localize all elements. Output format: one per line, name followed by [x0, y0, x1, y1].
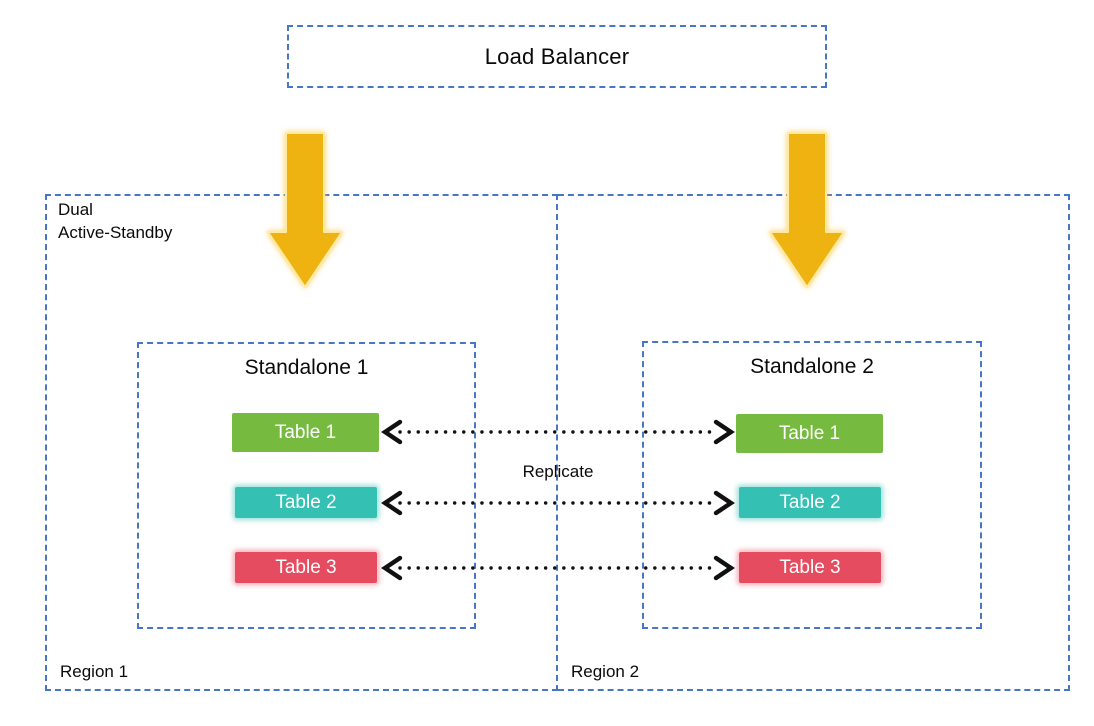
table-chip-left-3: Table 3 — [235, 552, 377, 583]
region-2-label: Region 2 — [571, 662, 640, 681]
load-balancer-label: Load Balancer — [484, 43, 630, 69]
region-1-label: Region 1 — [60, 662, 129, 681]
down-arrow-icon-left — [267, 132, 343, 288]
right-arrowhead-icon — [713, 555, 735, 581]
left-arrowhead-icon — [381, 419, 403, 445]
replication-arrow-table1 — [381, 419, 735, 445]
standalone-1-node: Standalone 1 — [137, 342, 476, 629]
right-arrowhead-icon — [713, 490, 735, 516]
cluster-mode-label-line1: Dual — [58, 200, 93, 219]
table-chip-right-3: Table 3 — [739, 552, 881, 583]
table-chip-right-1: Table 1 — [736, 414, 883, 453]
table-chip-right-2: Table 2 — [739, 487, 881, 518]
table-chip-left-1: Table 1 — [232, 413, 379, 452]
cluster-mode-label-line2: Active-Standby — [58, 223, 173, 242]
down-arrow-shape — [769, 132, 845, 288]
down-arrow-shape — [267, 132, 343, 288]
standalone-2-title: Standalone 2 — [750, 355, 874, 378]
cluster-mode-label: Dual Active-Standby — [58, 198, 172, 244]
replicate-label: Replicate — [522, 462, 594, 481]
table-chip-left-2: Table 2 — [235, 487, 377, 518]
load-balancer-node: Load Balancer — [287, 25, 827, 88]
right-arrowhead-icon — [713, 419, 735, 445]
replication-arrow-table2 — [381, 490, 735, 516]
standalone-1-title: Standalone 1 — [244, 356, 369, 379]
down-arrow-icon-right — [769, 132, 845, 288]
left-arrowhead-icon — [381, 490, 403, 516]
replication-arrow-table3 — [381, 555, 735, 581]
left-arrowhead-icon — [381, 555, 403, 581]
standalone-2-node: Standalone 2 — [642, 341, 982, 629]
